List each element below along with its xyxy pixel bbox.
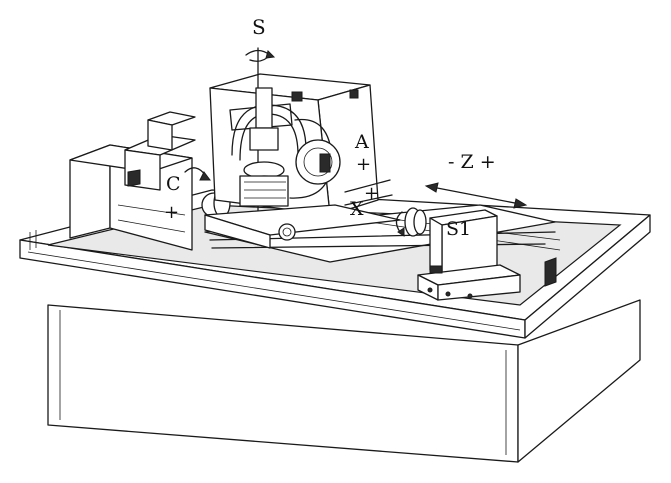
spindle-s bbox=[239, 47, 289, 236]
s1-tailstock bbox=[395, 207, 521, 301]
machine-base bbox=[47, 299, 641, 463]
a-axis-plus-label: + bbox=[356, 154, 371, 175]
z-axis-arrow bbox=[424, 182, 528, 209]
x-axis-label: X bbox=[350, 198, 364, 220]
z-axis-label: - Z + bbox=[448, 151, 496, 173]
spindle-label: S bbox=[252, 15, 266, 39]
c-axis-label: C bbox=[166, 173, 181, 195]
x-axis-slide bbox=[204, 204, 401, 249]
x-axis-plus-label: + bbox=[364, 183, 379, 204]
s1-label: S1 bbox=[446, 218, 471, 240]
c-axis-plus-label: + bbox=[164, 202, 179, 223]
a-axis-label: A bbox=[354, 131, 369, 153]
